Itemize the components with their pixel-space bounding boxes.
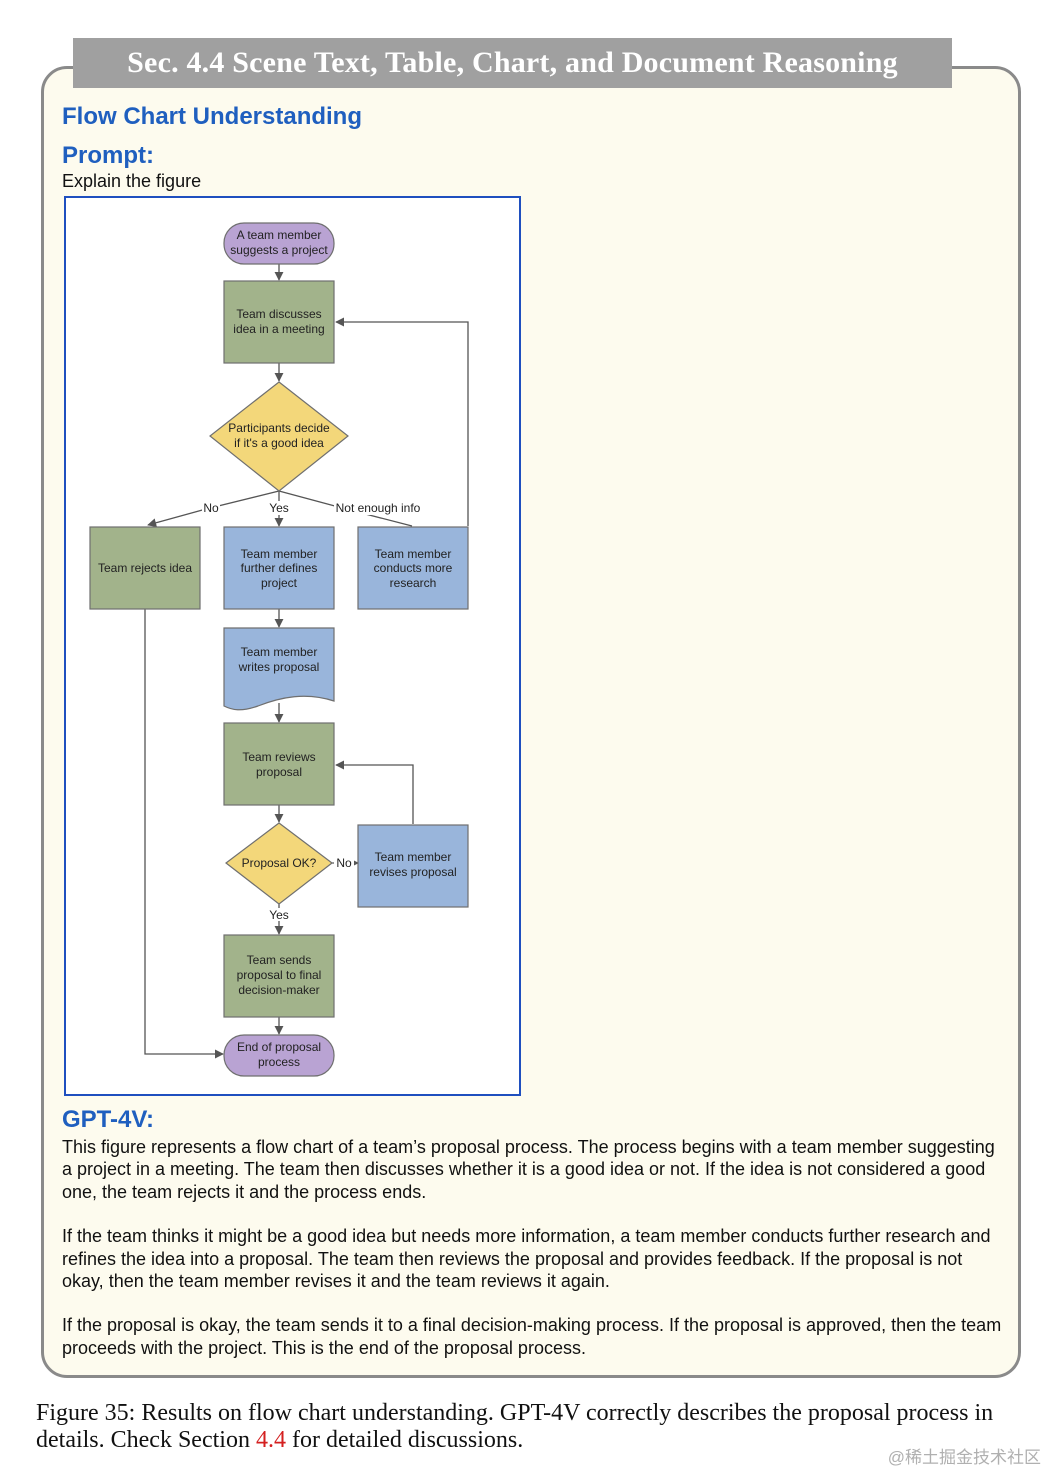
node-team-reviews: Team reviews proposal	[223, 722, 335, 806]
flowchart-svg: No Yes Not enough info No Yes A team mem…	[89, 222, 469, 1077]
svg-text:Team member: Team member	[241, 645, 318, 659]
node-revises-proposal: Team member revises proposal	[357, 824, 469, 908]
prompt-text: Explain the figure	[62, 171, 202, 191]
edge-label-no: No	[203, 501, 219, 515]
answer-paragraph: This figure represents a flow chart of a…	[62, 1137, 995, 1202]
svg-text:Team member: Team member	[241, 547, 318, 561]
svg-text:if it's a good idea: if it's a good idea	[234, 436, 324, 450]
answer-label: GPT-4V:	[62, 1106, 155, 1133]
svg-text:Team discusses: Team discusses	[236, 307, 321, 321]
svg-text:project: project	[261, 576, 298, 590]
node-end: End of proposal process	[223, 1034, 335, 1077]
svg-text:Team member: Team member	[375, 850, 452, 864]
caption-text: Figure 35: Results on flow chart underst…	[36, 1400, 994, 1453]
svg-text:writes proposal: writes proposal	[238, 660, 320, 674]
node-participants-decide: Participants decide if it's a good idea	[209, 381, 349, 492]
caption-text-end: for detailed discussions.	[285, 1427, 524, 1453]
svg-text:A team member: A team member	[237, 228, 322, 242]
edge-label-not-enough-info: Not enough info	[336, 501, 421, 515]
answer-text: This figure represents a flow chart of a…	[62, 1136, 1002, 1381]
edge-label-yes: Yes	[269, 501, 289, 515]
edge-labels: No Yes Not enough info No Yes	[202, 501, 424, 922]
svg-text:End of proposal: End of proposal	[237, 1040, 321, 1054]
svg-text:Team sends: Team sends	[247, 953, 312, 967]
figure-caption: Figure 35: Results on flow chart underst…	[36, 1400, 1031, 1454]
node-conducts-research: Team member conducts more research	[357, 526, 469, 610]
answer-paragraph: If the proposal is okay, the team sends …	[62, 1315, 1002, 1358]
svg-text:Team reviews: Team reviews	[242, 750, 315, 764]
svg-text:Proposal OK?: Proposal OK?	[242, 856, 317, 870]
svg-text:research: research	[390, 576, 437, 590]
svg-text:decision-maker: decision-maker	[238, 983, 319, 997]
node-writes-proposal: Team member writes proposal	[223, 627, 335, 711]
section-reference-link[interactable]: 4.4	[255, 1427, 286, 1453]
section-header: Sec. 4.4 Scene Text, Table, Chart, and D…	[73, 38, 952, 88]
svg-text:Participants decide: Participants decide	[228, 421, 330, 435]
svg-text:suggests a project: suggests a project	[230, 243, 328, 257]
edge-label-yes-2: Yes	[269, 908, 289, 922]
edge-label-no-2: No	[336, 856, 352, 870]
watermark: @稀土掘金技术社区	[887, 1448, 1041, 1467]
svg-text:revises proposal: revises proposal	[369, 865, 456, 879]
svg-text:further defines: further defines	[241, 561, 318, 575]
svg-text:Team rejects idea: Team rejects idea	[98, 561, 192, 575]
flowchart-figure: No Yes Not enough info No Yes A team mem…	[64, 196, 521, 1096]
node-team-rejects: Team rejects idea	[89, 526, 201, 610]
svg-text:Team member: Team member	[375, 547, 452, 561]
svg-text:process: process	[258, 1055, 300, 1069]
svg-text:idea in a meeting: idea in a meeting	[233, 322, 324, 336]
node-proposal-ok: Proposal OK?	[225, 822, 333, 905]
node-start: A team member suggests a project	[223, 222, 335, 265]
answer-paragraph: If the team thinks it might be a good id…	[62, 1226, 991, 1292]
node-further-defines: Team member further defines project	[223, 526, 335, 610]
prompt-label: Prompt:	[62, 142, 154, 169]
node-team-discusses: Team discusses idea in a meeting	[223, 280, 335, 364]
section-title: Flow Chart Understanding	[62, 103, 362, 130]
svg-text:conducts more: conducts more	[374, 561, 453, 575]
svg-text:proposal to final: proposal to final	[237, 968, 322, 982]
node-team-sends: Team sends proposal to final decision-ma…	[223, 934, 335, 1018]
svg-text:proposal: proposal	[256, 765, 302, 779]
